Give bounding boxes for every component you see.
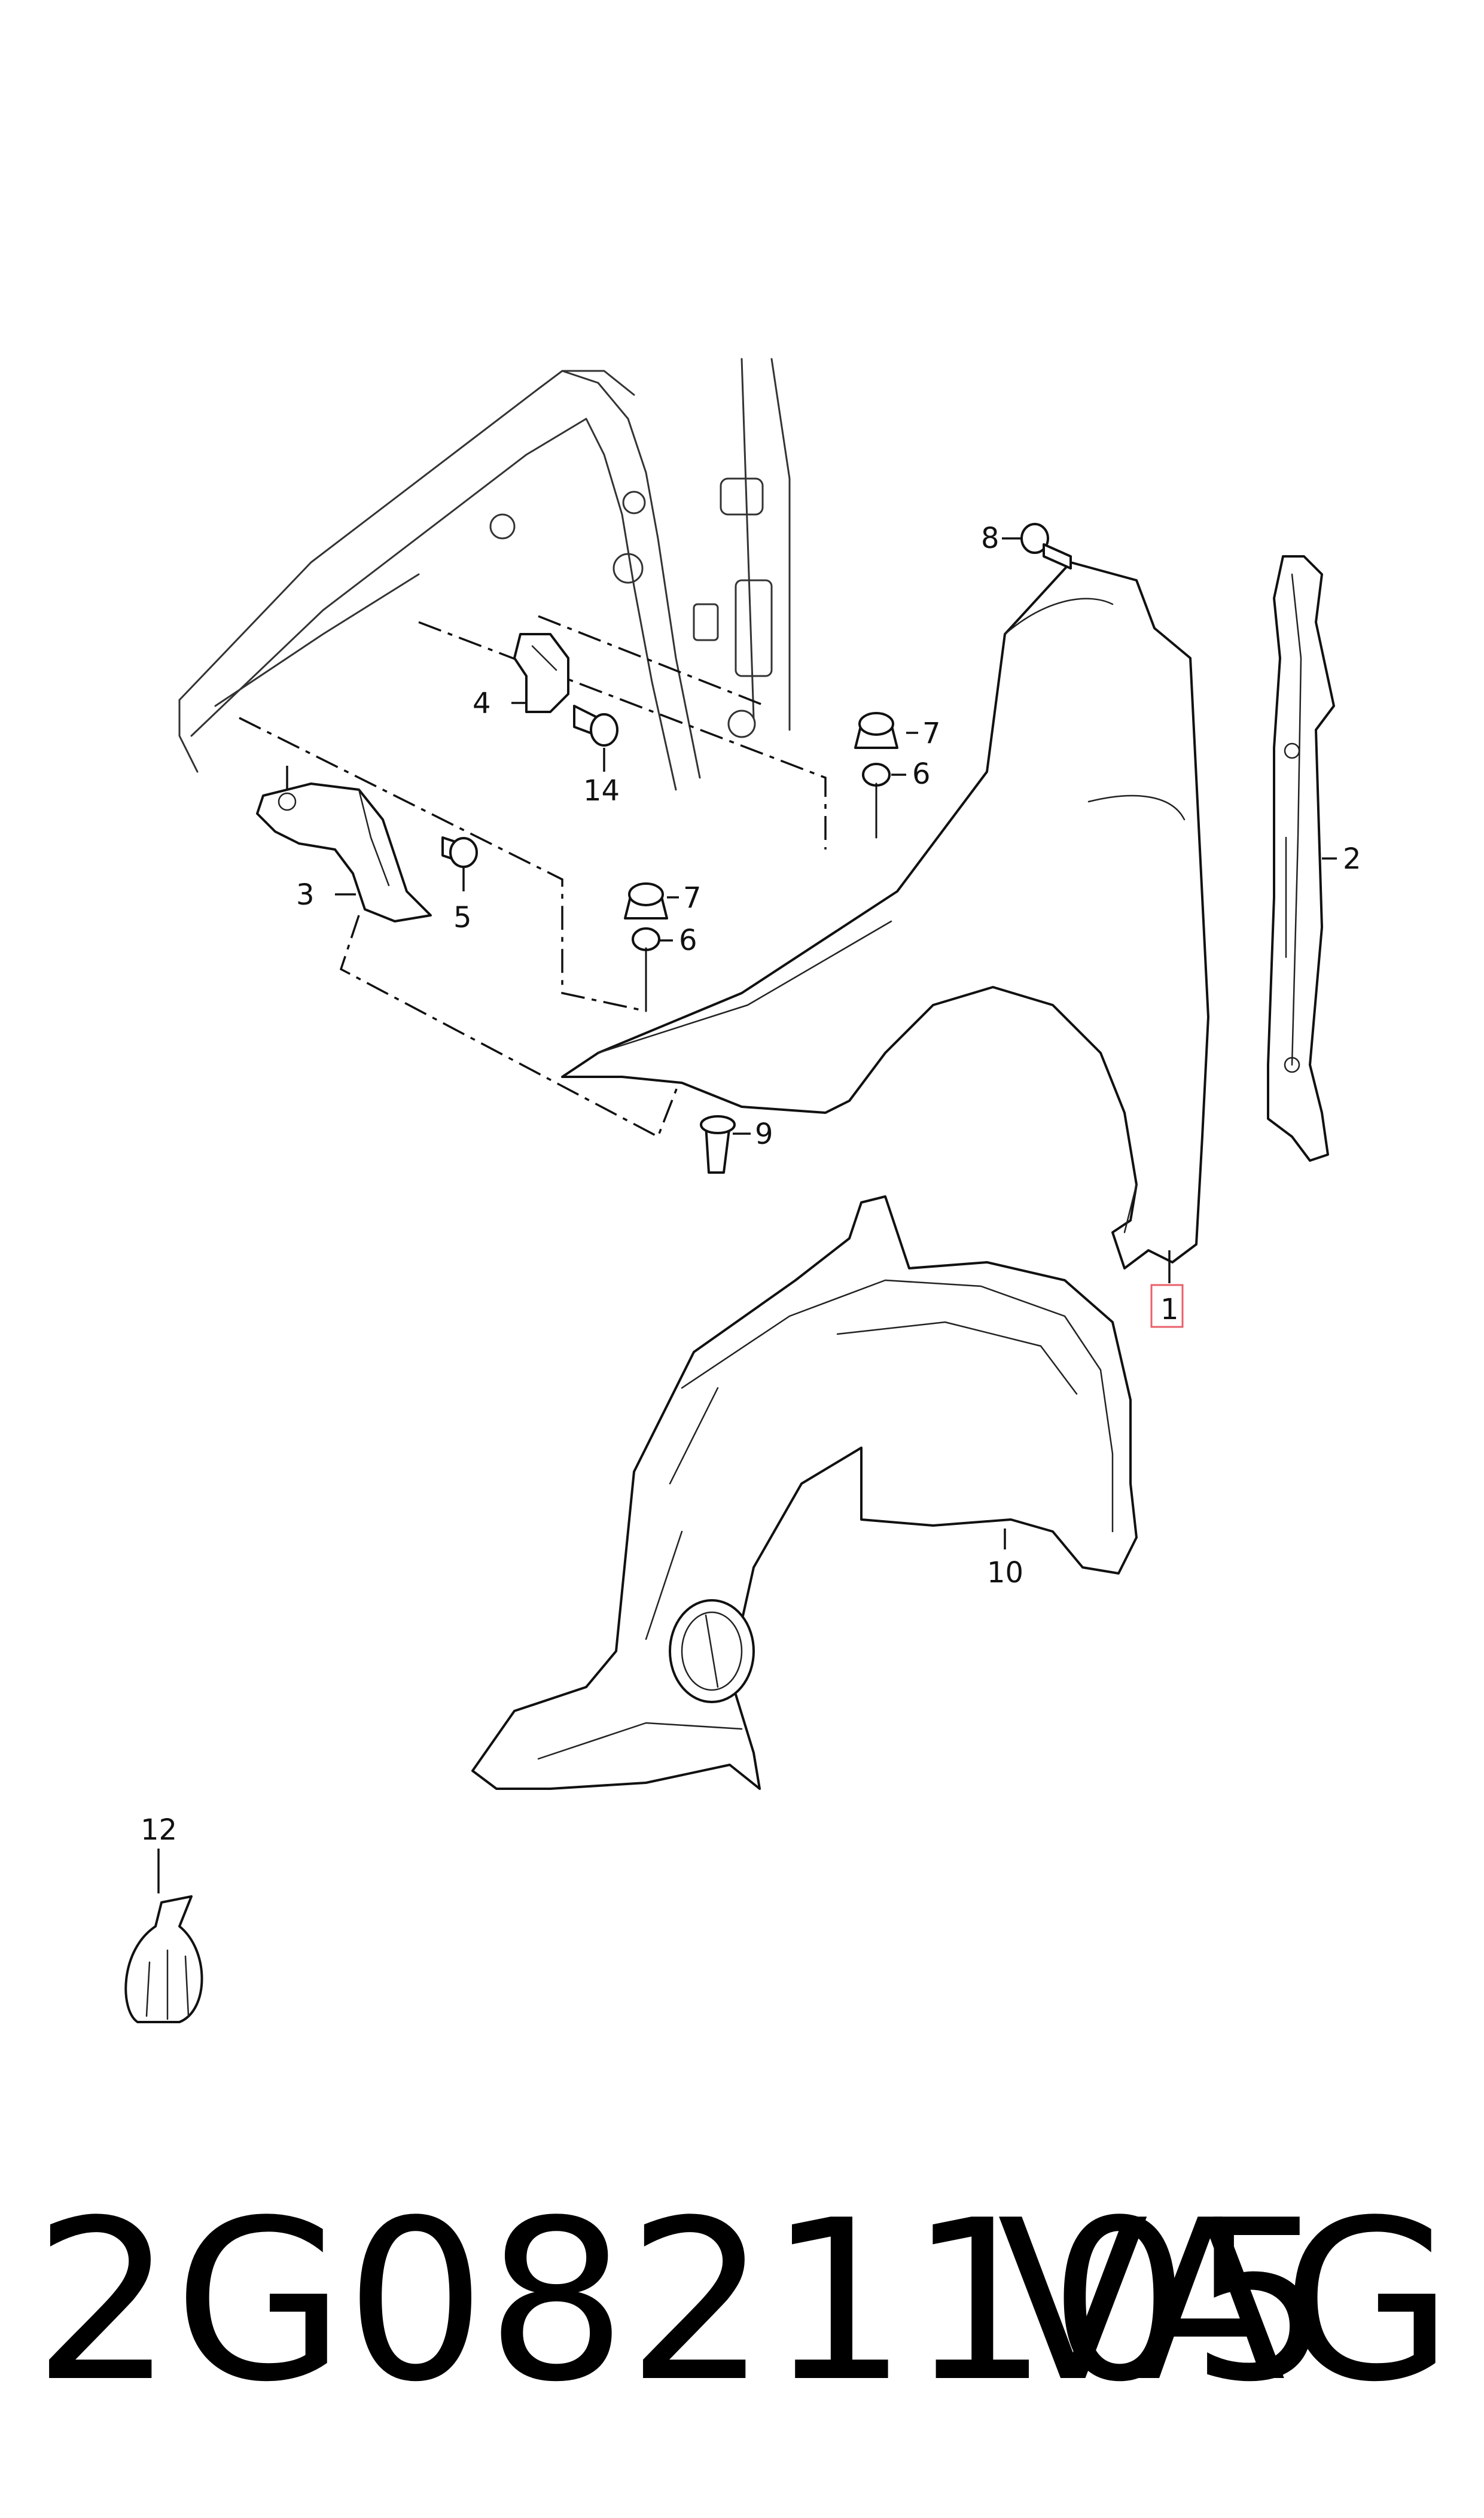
vehicle-body-structure [178, 358, 791, 791]
callout-bolt-lower: 6 [679, 924, 697, 957]
wheelhouse-liner-part [471, 1195, 1138, 1790]
brand-name: VAG [997, 2173, 1453, 2431]
side-seal-part [1267, 555, 1335, 1162]
fender-part [561, 561, 1209, 1269]
top-bolt-8 [1020, 523, 1072, 570]
front-bracket-part [256, 783, 432, 922]
repair-kit-12 [124, 1895, 203, 2023]
callout-wheelhouse-liner: 10 [987, 1556, 1023, 1590]
callout-front-bracket: 3 [296, 878, 315, 912]
callout-top-bolt: 8 [981, 522, 1000, 555]
callout-upper-bracket: 4 [473, 687, 491, 720]
callout-clip-upper: 7 [922, 717, 941, 750]
callout-repair-kit: 12 [141, 1813, 177, 1847]
callout-labels: 1 2 3 4 5 6 6 7 7 8 9 10 12 14 [141, 522, 1361, 1847]
clip-bolt-lower [624, 882, 668, 1012]
callout-clip-lower: 7 [683, 881, 702, 915]
callout-stud: 9 [755, 1118, 773, 1151]
upper-bracket-part [513, 633, 569, 713]
callout-fender: 1 [1160, 1293, 1179, 1326]
fasteners [124, 523, 1072, 2023]
bracket-bolt-5 [441, 836, 478, 868]
leader-lines [157, 537, 1337, 1893]
callout-fender-highlight [1150, 1284, 1184, 1328]
callout-body-bolt: 14 [583, 774, 620, 808]
stud-9 [700, 1115, 736, 1174]
body-bolt-14 [573, 705, 618, 747]
callout-side-seal: 2 [1343, 842, 1361, 876]
callout-bracket-bolt: 5 [453, 901, 472, 934]
clip-bolt-upper [854, 712, 898, 839]
callout-bolt-upper: 6 [912, 757, 931, 791]
part-number: 2G0821105 [33, 2173, 1331, 2431]
